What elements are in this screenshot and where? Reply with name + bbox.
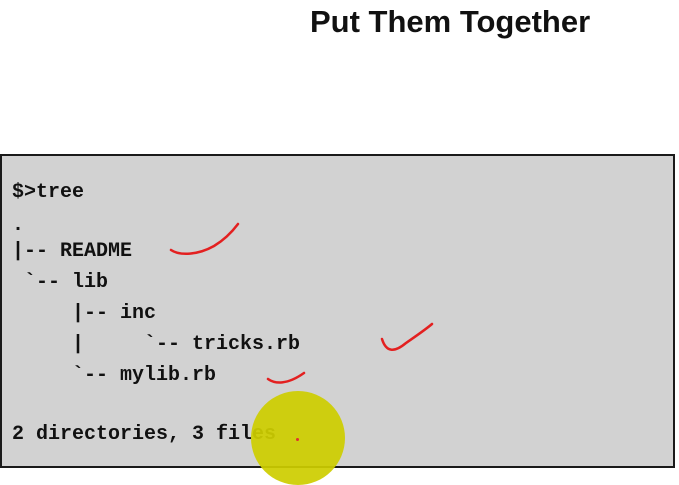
tree-summary: 2 directories, 3 files <box>12 423 277 446</box>
tree-entry-readme: |-- README <box>12 240 133 263</box>
cursor-pointer-icon <box>296 438 299 441</box>
tree-command: $>tree <box>12 181 85 204</box>
tree-entry-tricks: | `-- tricks.rb <box>12 333 301 356</box>
tree-entry-inc: |-- inc <box>12 302 157 325</box>
tree-entry-lib: `-- lib <box>12 271 109 294</box>
tree-entry-mylib: `-- mylib.rb <box>12 364 217 387</box>
tree-root: . <box>12 214 25 237</box>
slide-title: Put Them Together <box>310 4 591 39</box>
